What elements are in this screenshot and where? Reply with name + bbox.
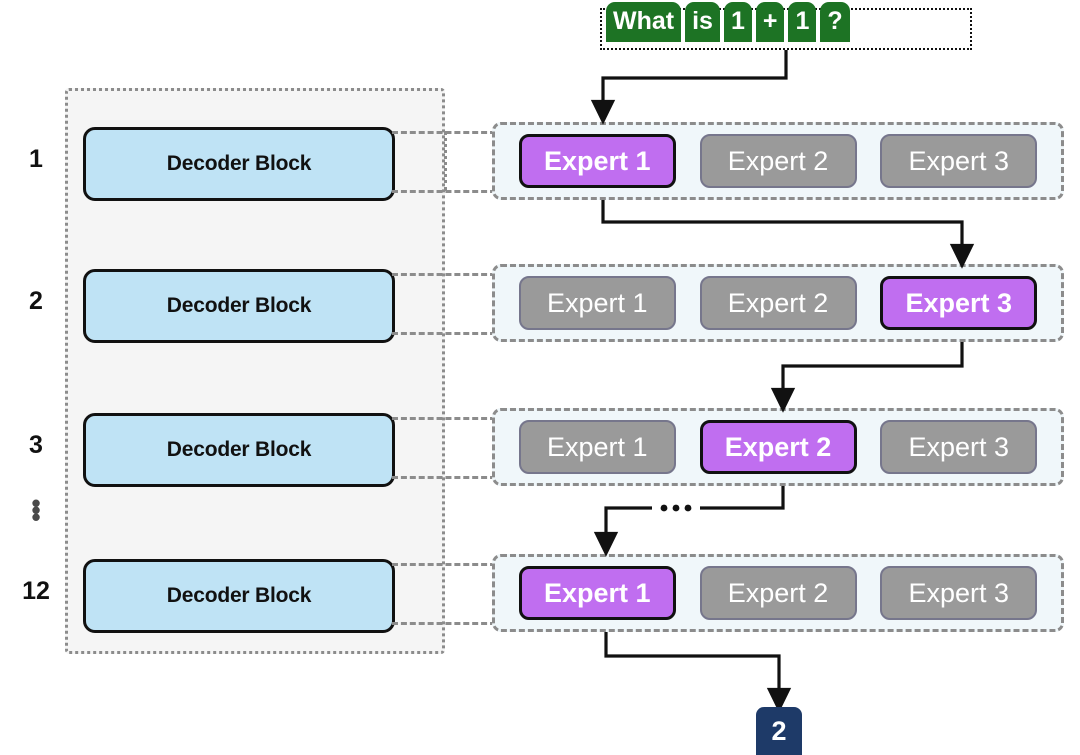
prompt-token: + [755, 2, 785, 42]
arrow-layer1-to-layer2 [601, 200, 975, 269]
expert-2-layer-3[interactable]: Expert 2 [699, 420, 857, 474]
prompt-token: is [685, 2, 720, 42]
route-ellipsis-dot [672, 504, 680, 512]
arrow-layer2-to-layer3 [770, 342, 964, 413]
expert-row-layer-3: Expert 1 Expert 2 Expert 3 [492, 408, 1064, 486]
prompt-token: 1 [788, 2, 817, 42]
decoder-block-1[interactable]: Decoder Block [83, 127, 395, 201]
prompt-token: What [606, 2, 682, 42]
link-stub-decoder2-top [392, 273, 496, 276]
decoder-block-3[interactable]: Decoder Block [83, 413, 395, 487]
route-ellipsis-dot [660, 504, 668, 512]
expert-3-layer-2[interactable]: Expert 3 [880, 276, 1038, 330]
link-stub-decoder12-bottom [392, 622, 496, 625]
expert-2-layer-2[interactable]: Expert 2 [699, 276, 857, 330]
expert-3-layer-1[interactable]: Expert 3 [880, 134, 1038, 188]
link-stub-decoder1-riser [444, 131, 447, 191]
layer-gap-ellipsis-icon: ••• [31, 488, 41, 532]
expert-1-layer-3[interactable]: Expert 1 [518, 420, 676, 474]
expert-row-layer-12: Expert 1 Expert 2 Expert 3 [492, 554, 1064, 632]
expert-row-layer-2: Expert 1 Expert 2 Expert 3 [492, 264, 1064, 342]
expert-3-layer-3[interactable]: Expert 3 [880, 420, 1038, 474]
link-stub-decoder2-bottom [392, 332, 496, 335]
layer-index-label-1: 1 [29, 145, 43, 173]
expert-1-layer-2[interactable]: Expert 1 [518, 276, 676, 330]
expert-2-layer-12[interactable]: Expert 2 [699, 566, 857, 620]
expert-1-layer-1[interactable]: Expert 1 [518, 134, 676, 188]
link-stub-decoder3-bottom [392, 476, 496, 479]
link-stub-decoder3-top [392, 417, 496, 420]
layer-index-label-2: 2 [29, 287, 43, 315]
prompt-token: ? [820, 2, 850, 42]
arrow-ellipsis-to-layer12 [593, 506, 652, 557]
arrow-prompt-to-layer1 [590, 50, 788, 125]
link-stub-decoder12-top [392, 563, 496, 566]
arrow-layer3-to-ellipsis [700, 486, 785, 510]
layer-index-label-12: 12 [22, 577, 50, 605]
prompt-token-strip: What is 1 + 1 ? [600, 2, 972, 50]
decoder-block-12[interactable]: Decoder Block [83, 559, 395, 633]
link-stub-decoder1-bottom [392, 190, 496, 193]
expert-1-layer-12[interactable]: Expert 1 [518, 566, 676, 620]
route-ellipsis-dot [684, 504, 692, 512]
expert-row-layer-1: Expert 1 Expert 2 Expert 3 [492, 122, 1064, 200]
expert-3-layer-12[interactable]: Expert 3 [880, 566, 1038, 620]
prompt-token: 1 [723, 2, 752, 42]
decoder-block-2[interactable]: Decoder Block [83, 269, 395, 343]
expert-2-layer-1[interactable]: Expert 2 [699, 134, 857, 188]
output-token: 2 [756, 707, 802, 755]
decoder-stack-container: Decoder Block Decoder Block Decoder Bloc… [65, 88, 445, 654]
layer-index-label-3: 3 [29, 431, 43, 459]
arrow-layer12-to-output [604, 632, 792, 713]
